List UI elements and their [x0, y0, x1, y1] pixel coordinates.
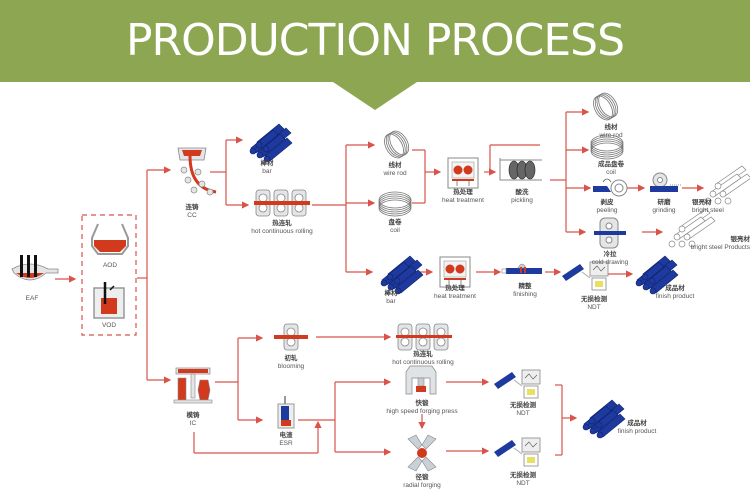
banner-pointer [333, 82, 417, 110]
ingot-casting-icon [173, 367, 213, 404]
electric-arc-furnace-icon [11, 255, 59, 281]
blooming-mill-icon [274, 323, 308, 351]
page-title: PRODUCTION PROCESS [125, 15, 625, 66]
ndt-bottom-icon [493, 437, 541, 467]
pickling-tank-icon [499, 158, 542, 181]
radial-forging-icon [407, 434, 437, 472]
wire-rod-icon [380, 127, 414, 162]
rolling-mill-top-icon [254, 189, 310, 217]
flow-connectors [55, 108, 705, 456]
label-aod: AOD [102, 262, 118, 269]
header-banner [0, 0, 750, 82]
esr-furnace-icon [277, 396, 295, 429]
ndt-top-icon [493, 369, 541, 399]
label-eaf: EAF [25, 295, 39, 302]
refining-group-box [81, 214, 137, 336]
wire-rod-2-icon [589, 89, 623, 124]
coil-icon [378, 191, 412, 217]
label-vod: VOD [101, 322, 117, 329]
cold-drawing-icon [594, 217, 626, 249]
bar-bundle-top-icon [249, 123, 293, 163]
heat-treatment-icon [447, 157, 479, 189]
continuous-casting-icon [177, 147, 217, 196]
finishing-line-icon [501, 263, 542, 274]
forging-press-icon [405, 365, 437, 395]
heat-treatment-2-icon [439, 256, 471, 288]
grinding-wheel-icon [650, 172, 682, 192]
peeling-icon [593, 178, 628, 197]
rolling-mill-bottom-icon [396, 323, 452, 351]
vod-vessel-icon [93, 282, 125, 319]
aod-converter-icon [91, 223, 129, 255]
